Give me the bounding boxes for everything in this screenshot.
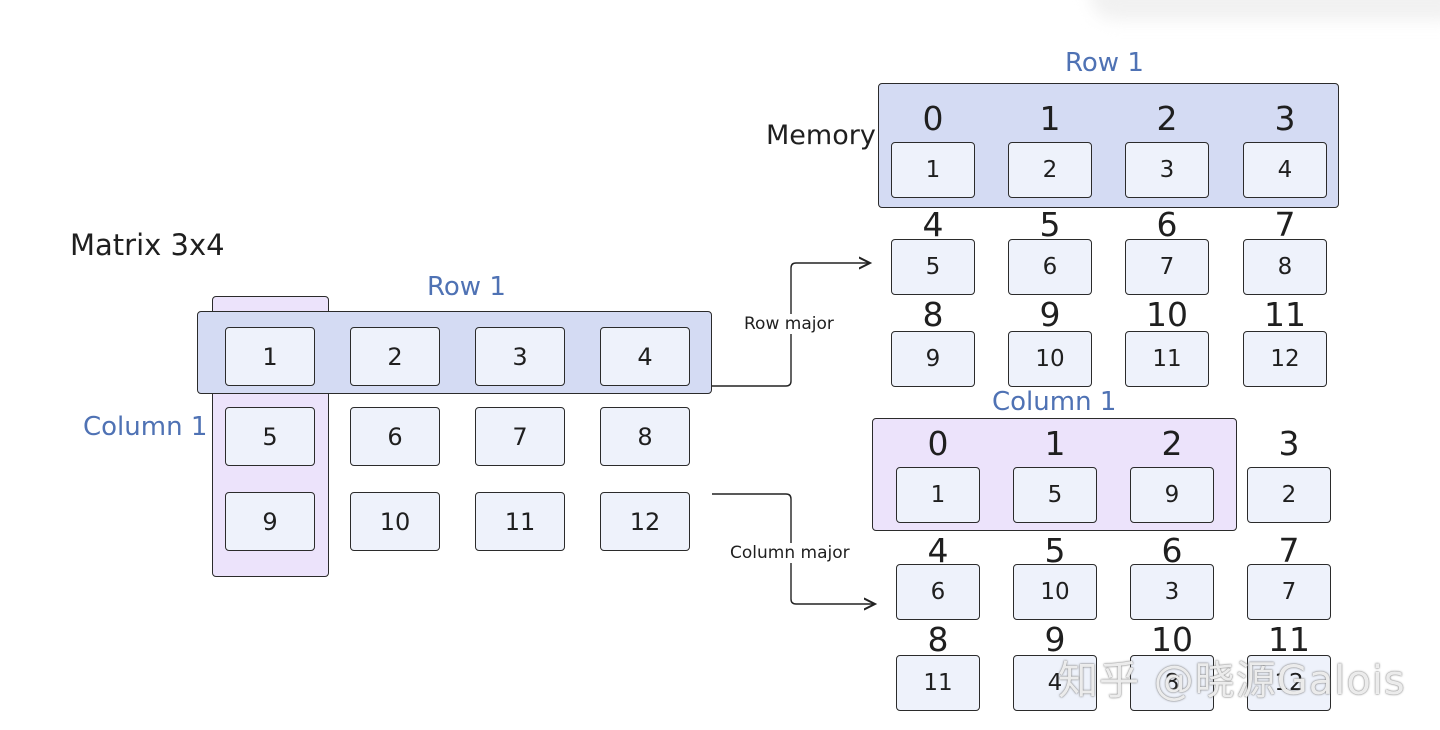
row-major-index-label: 1	[1039, 99, 1061, 138]
row-major-memory-cell: 1	[891, 142, 975, 198]
matrix-cell: 12	[600, 492, 690, 551]
matrix-row-label: Row 1	[427, 272, 506, 302]
column-major-index-label: 11	[1268, 620, 1310, 659]
matrix-cell: 3	[475, 327, 565, 386]
matrix-cell: 2	[350, 327, 440, 386]
column-major-memory-cell: 12	[1247, 655, 1331, 711]
column-major-memory-cell: 3	[1130, 564, 1214, 620]
row-major-memory-cell: 12	[1243, 331, 1327, 387]
column-major-label: Column major	[724, 543, 856, 563]
row-major-memory-cell: 8	[1243, 239, 1327, 295]
column-major-memory-cell: 4	[1013, 655, 1097, 711]
matrix-cell: 6	[350, 407, 440, 466]
row-major-index-label: 7	[1274, 205, 1296, 244]
memory-label: Memory	[766, 120, 876, 151]
matrix-cell: 10	[350, 492, 440, 551]
column-major-index-label: 1	[1044, 424, 1066, 463]
row-major-index-label: 6	[1156, 205, 1178, 244]
row-major-memory-cell: 6	[1008, 239, 1092, 295]
column-major-memory-cell: 6	[896, 564, 980, 620]
row-major-index-label: 10	[1146, 295, 1188, 334]
matrix-cell: 1	[225, 327, 315, 386]
row-major-index-label: 11	[1264, 295, 1306, 334]
row-major-memory-cell: 3	[1125, 142, 1209, 198]
column-major-memory-cell: 7	[1247, 564, 1331, 620]
row-major-index-label: 0	[922, 99, 944, 138]
column-major-memory-cell: 9	[1130, 467, 1214, 523]
matrix-cell: 7	[475, 407, 565, 466]
watermark: 知乎 @晓源Galois	[1058, 658, 1406, 704]
column-major-index-label: 2	[1161, 424, 1183, 463]
row-major-memory-cell: 9	[891, 331, 975, 387]
top-edge-shadow	[1090, 0, 1440, 20]
column-major-memory-cell: 10	[1013, 564, 1097, 620]
column-major-index-label: 10	[1151, 620, 1193, 659]
row-major-memory-cell: 5	[891, 239, 975, 295]
row-major-memory-cell: 7	[1125, 239, 1209, 295]
column-major-memory-cell: 8	[1130, 655, 1214, 711]
column-major-index-label: 0	[927, 424, 949, 463]
row-major-memory-cell: 10	[1008, 331, 1092, 387]
column-major-memory-cell: 5	[1013, 467, 1097, 523]
row-major-index-label: 3	[1274, 99, 1296, 138]
row-major-row-label: Row 1	[1065, 48, 1144, 78]
row-major-memory-cell: 11	[1125, 331, 1209, 387]
row-major-label: Row major	[738, 314, 840, 334]
row-major-memory-cell: 2	[1008, 142, 1092, 198]
column-major-memory-cell: 2	[1247, 467, 1331, 523]
column-major-index-label: 7	[1278, 531, 1300, 570]
matrix-title: Matrix 3x4	[70, 228, 225, 262]
column-major-index-label: 9	[1044, 620, 1066, 659]
row-major-index-label: 8	[922, 295, 944, 334]
row-major-index-label: 2	[1156, 99, 1178, 138]
row-major-index-label: 4	[922, 205, 944, 244]
column-major-index-label: 4	[927, 531, 949, 570]
column-major-index-label: 8	[927, 620, 949, 659]
column-major-memory-cell: 11	[896, 655, 980, 711]
column-major-column-label: Column 1	[992, 387, 1117, 417]
row-major-index-label: 9	[1039, 295, 1061, 334]
row-major-index-label: 5	[1039, 205, 1061, 244]
matrix-cell: 11	[475, 492, 565, 551]
row-major-memory-cell: 4	[1243, 142, 1327, 198]
matrix-cell: 5	[225, 407, 315, 466]
matrix-cell: 8	[600, 407, 690, 466]
matrix-column-label: Column 1	[83, 412, 208, 442]
matrix-cell: 4	[600, 327, 690, 386]
column-major-memory-cell: 1	[896, 467, 980, 523]
column-major-index-label: 5	[1044, 531, 1066, 570]
column-major-index-label: 3	[1278, 424, 1300, 463]
column-major-index-label: 6	[1161, 531, 1183, 570]
matrix-cell: 9	[225, 492, 315, 551]
